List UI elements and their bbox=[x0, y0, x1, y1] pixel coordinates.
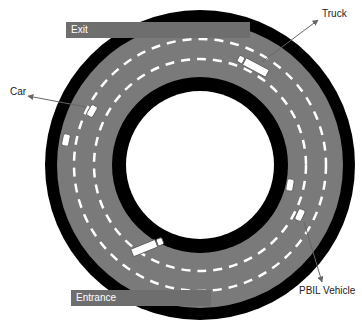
pbil-vehicle bbox=[294, 208, 305, 222]
callout-label: Car bbox=[9, 86, 27, 98]
leader-line bbox=[262, 20, 318, 62]
leader-line bbox=[304, 222, 322, 282]
center-island bbox=[126, 91, 274, 239]
inner-ring bbox=[112, 77, 288, 253]
outer-ring bbox=[45, 10, 355, 320]
leader-line bbox=[28, 96, 86, 107]
truck bbox=[236, 55, 269, 78]
car bbox=[61, 133, 70, 146]
car bbox=[86, 104, 98, 118]
lane-marking bbox=[74, 39, 326, 291]
truck bbox=[131, 237, 165, 257]
car bbox=[286, 178, 295, 191]
road-label: Exit bbox=[66, 24, 88, 36]
callout-label: Truck bbox=[321, 8, 348, 20]
road-bar: Exit bbox=[66, 22, 250, 38]
road-label: Entrance bbox=[71, 292, 116, 304]
lane-marking bbox=[94, 59, 306, 271]
road-surface bbox=[57, 22, 343, 308]
road-bar: Entrance bbox=[71, 290, 211, 306]
callout-label: PBIL Vehicle bbox=[298, 285, 356, 297]
